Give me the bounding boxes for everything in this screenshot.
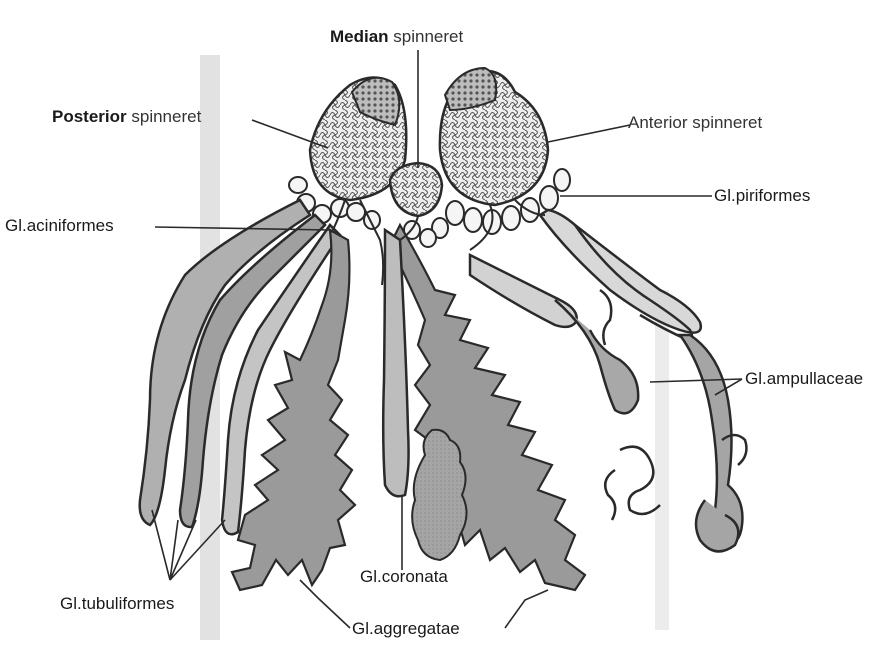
ampullate-gland-major (540, 210, 746, 551)
anterior-spinneret (440, 68, 548, 205)
label-gl-tubuliformes: Gl.tubuliformes (60, 595, 174, 612)
label-gl-aciniformes: Gl.aciniformes (5, 217, 114, 234)
label-median-spinneret: Median spinneret (330, 28, 463, 45)
ampullate-coils (605, 447, 660, 520)
flagelliform-gland (412, 430, 466, 560)
background-bar-right (655, 290, 669, 630)
label-anterior-spinneret: Anterior spinneret (628, 114, 762, 131)
median-spinneret (390, 163, 442, 216)
label-gl-piriformes: Gl.piriformes (714, 187, 810, 204)
label-gl-ampullaceae: Gl.ampullaceae (745, 370, 863, 387)
label-posterior-spinneret: Posterior spinneret (52, 108, 201, 125)
label-gl-aggregatae: Gl.aggregatae (352, 620, 460, 637)
label-gl-coronata: Gl.coronata (360, 568, 448, 585)
